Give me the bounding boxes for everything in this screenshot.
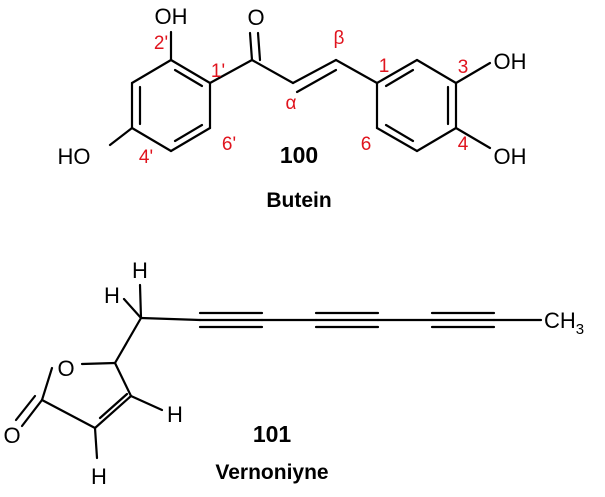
bond	[415, 126, 458, 153]
double-bond-inner	[384, 68, 415, 88]
bond-c3-h	[93, 426, 99, 460]
butein-oh-3: OH	[494, 49, 527, 74]
bond	[130, 126, 173, 153]
bond-carbonyl-alpha	[250, 58, 295, 85]
bond	[415, 58, 458, 85]
locant-1p: 1'	[211, 61, 225, 82]
locant-beta: β	[334, 28, 345, 49]
butein-ketone-o: O	[247, 5, 264, 30]
bond-c2-c3	[40, 398, 97, 430]
bond	[375, 58, 419, 85]
compound-id-101: 101	[253, 421, 292, 447]
bond	[169, 126, 212, 153]
bond-alpha-beta	[291, 58, 338, 85]
vernoniyne-h-c3: H	[91, 464, 107, 489]
bond	[130, 58, 173, 85]
bond-c5-o	[80, 361, 117, 366]
bond-c3-c4	[93, 394, 133, 430]
bond-4-oh	[454, 126, 492, 150]
bond-o-c2	[40, 366, 54, 402]
bond-carbonyl-o	[248, 31, 254, 62]
vernoniyne-ch3: CH3	[544, 308, 584, 338]
bond-c4-c5	[113, 361, 133, 398]
bond-4p-oh	[108, 126, 134, 147]
locant-4: 4	[458, 134, 469, 155]
bond-carbonyl-double	[14, 394, 37, 422]
compound-id-100: 100	[280, 142, 318, 168]
bond-3-oh	[454, 61, 492, 85]
vernoniyne-carbonyl-o: O	[3, 423, 20, 448]
bond-carbonyl	[20, 398, 44, 428]
bond	[169, 58, 212, 85]
vernoniyne-h-c4: H	[167, 402, 183, 427]
bond-c4-h	[129, 394, 164, 412]
locant-6p: 6'	[222, 134, 236, 155]
bond-c3-c4-double	[98, 392, 129, 420]
double-bond-inner	[384, 123, 415, 143]
vernoniyne-structure: H H CH3 O O H H	[3, 258, 584, 489]
locant-3: 3	[458, 57, 469, 78]
bond	[375, 126, 419, 153]
bond-c-h-left	[122, 297, 143, 320]
butein-ho-4p: HO	[58, 144, 91, 169]
locant-alpha: α	[286, 93, 297, 114]
butein-right-ring	[375, 58, 458, 153]
vernoniyne-h-left: H	[104, 283, 120, 308]
bond-beta-ring	[334, 58, 379, 85]
bond-ch2-c5	[113, 316, 143, 365]
vernoniyne-h-top: H	[132, 258, 148, 283]
butein-left-ring	[130, 58, 212, 153]
butein-structure: OH O HO OH OH 2' 1' 4' 6' α β 1 3 4 6 10…	[58, 4, 527, 212]
bond-1p-carbonyl	[208, 58, 254, 85]
locant-2p: 2'	[154, 33, 168, 54]
compound-name-vernoniyne: Vernoniyne	[215, 461, 328, 484]
bond-carbonyl-o-double	[256, 31, 262, 62]
ch3-c: CH	[544, 308, 576, 333]
bond-ch2-chain	[139, 316, 202, 322]
vernoniyne-ring-o: O	[57, 356, 74, 381]
compound-name-butein: Butein	[266, 189, 331, 212]
bond-alpha-beta-double	[295, 68, 338, 94]
butein-oh-4: OH	[494, 144, 527, 169]
ch3-subscript: 3	[576, 321, 584, 338]
butein-oh-2p: OH	[155, 4, 188, 29]
locant-4p: 4'	[139, 147, 153, 168]
locant-1: 1	[379, 56, 390, 77]
bond-c-h-top	[138, 283, 143, 320]
double-bond-inner	[173, 68, 204, 88]
locant-6: 6	[361, 134, 372, 155]
double-bond-inner	[173, 123, 204, 143]
